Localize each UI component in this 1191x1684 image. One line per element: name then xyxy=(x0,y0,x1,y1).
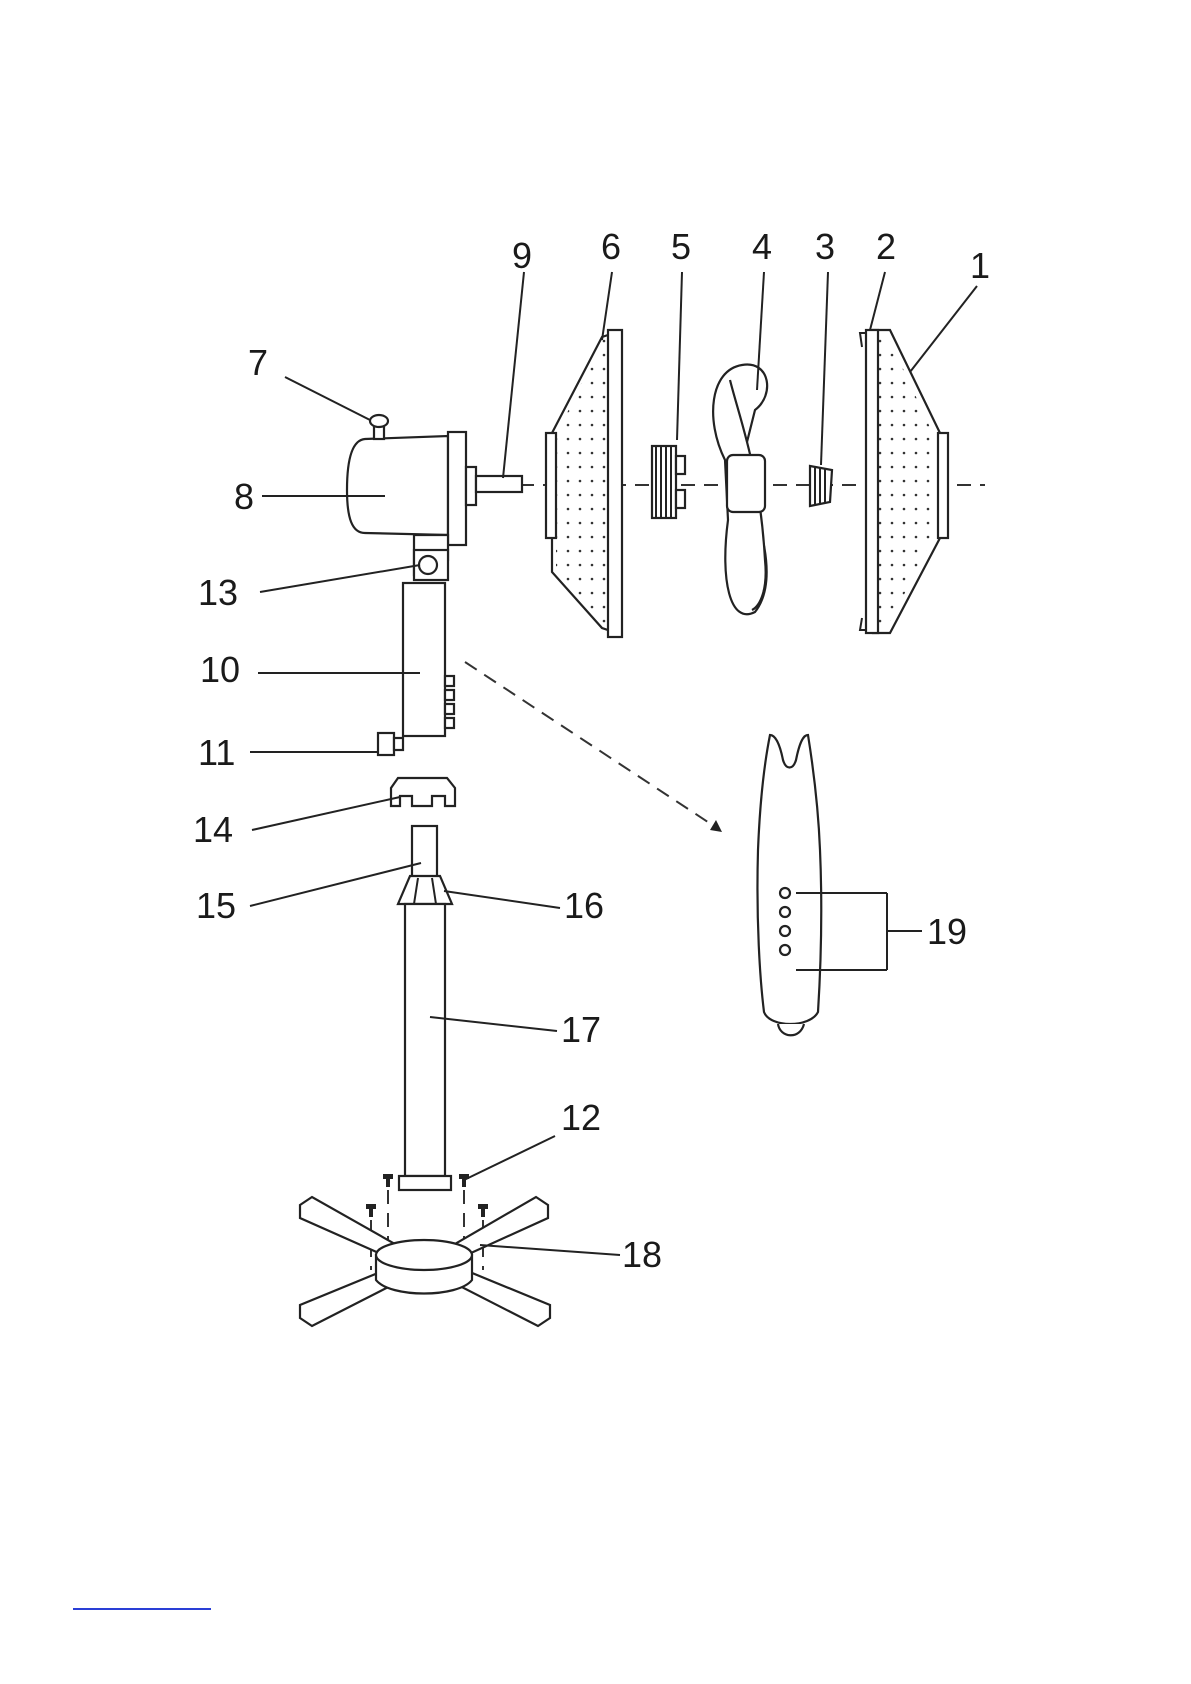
rear-grille-nut xyxy=(652,446,685,518)
label-part-14: 14 xyxy=(193,809,233,850)
label-part-2: 2 xyxy=(876,226,896,267)
pole-connector xyxy=(391,778,455,806)
label-part-5: 5 xyxy=(671,226,691,267)
label-part-15: 15 xyxy=(196,885,236,926)
footer-link-underline[interactable] xyxy=(73,1608,211,1610)
label-part-17: 17 xyxy=(561,1009,601,1050)
spinner-cap xyxy=(810,466,832,506)
outer-pole xyxy=(399,904,451,1190)
label-part-18: 18 xyxy=(622,1234,662,1275)
remote-control xyxy=(757,735,821,1035)
label-part-4: 4 xyxy=(752,226,772,267)
label-part-13: 13 xyxy=(198,572,238,613)
motor-housing xyxy=(347,432,522,545)
oscillation-knob xyxy=(370,415,388,439)
tilt-joint xyxy=(414,535,448,580)
rear-grille xyxy=(546,330,622,637)
label-part-11: 11 xyxy=(198,732,235,773)
label-part-1: 1 xyxy=(970,245,990,286)
label-part-3: 3 xyxy=(815,226,835,267)
control-housing xyxy=(403,583,454,736)
label-part-12: 12 xyxy=(561,1097,601,1138)
label-part-6: 6 xyxy=(601,226,621,267)
height-collar xyxy=(398,876,452,904)
cross-base xyxy=(300,1197,550,1326)
detail-pointer-line xyxy=(465,662,720,830)
fan-blade xyxy=(713,365,767,615)
label-part-7: 7 xyxy=(248,342,268,383)
front-grille xyxy=(866,330,948,633)
label-part-9: 9 xyxy=(512,235,532,276)
label-part-16: 16 xyxy=(564,885,604,926)
detail-pointer-arrow xyxy=(710,820,722,832)
label-part-8: 8 xyxy=(234,476,254,517)
label-part-19: 19 xyxy=(927,911,967,952)
locking-screw xyxy=(378,733,403,755)
label-part-10: 10 xyxy=(200,649,240,690)
